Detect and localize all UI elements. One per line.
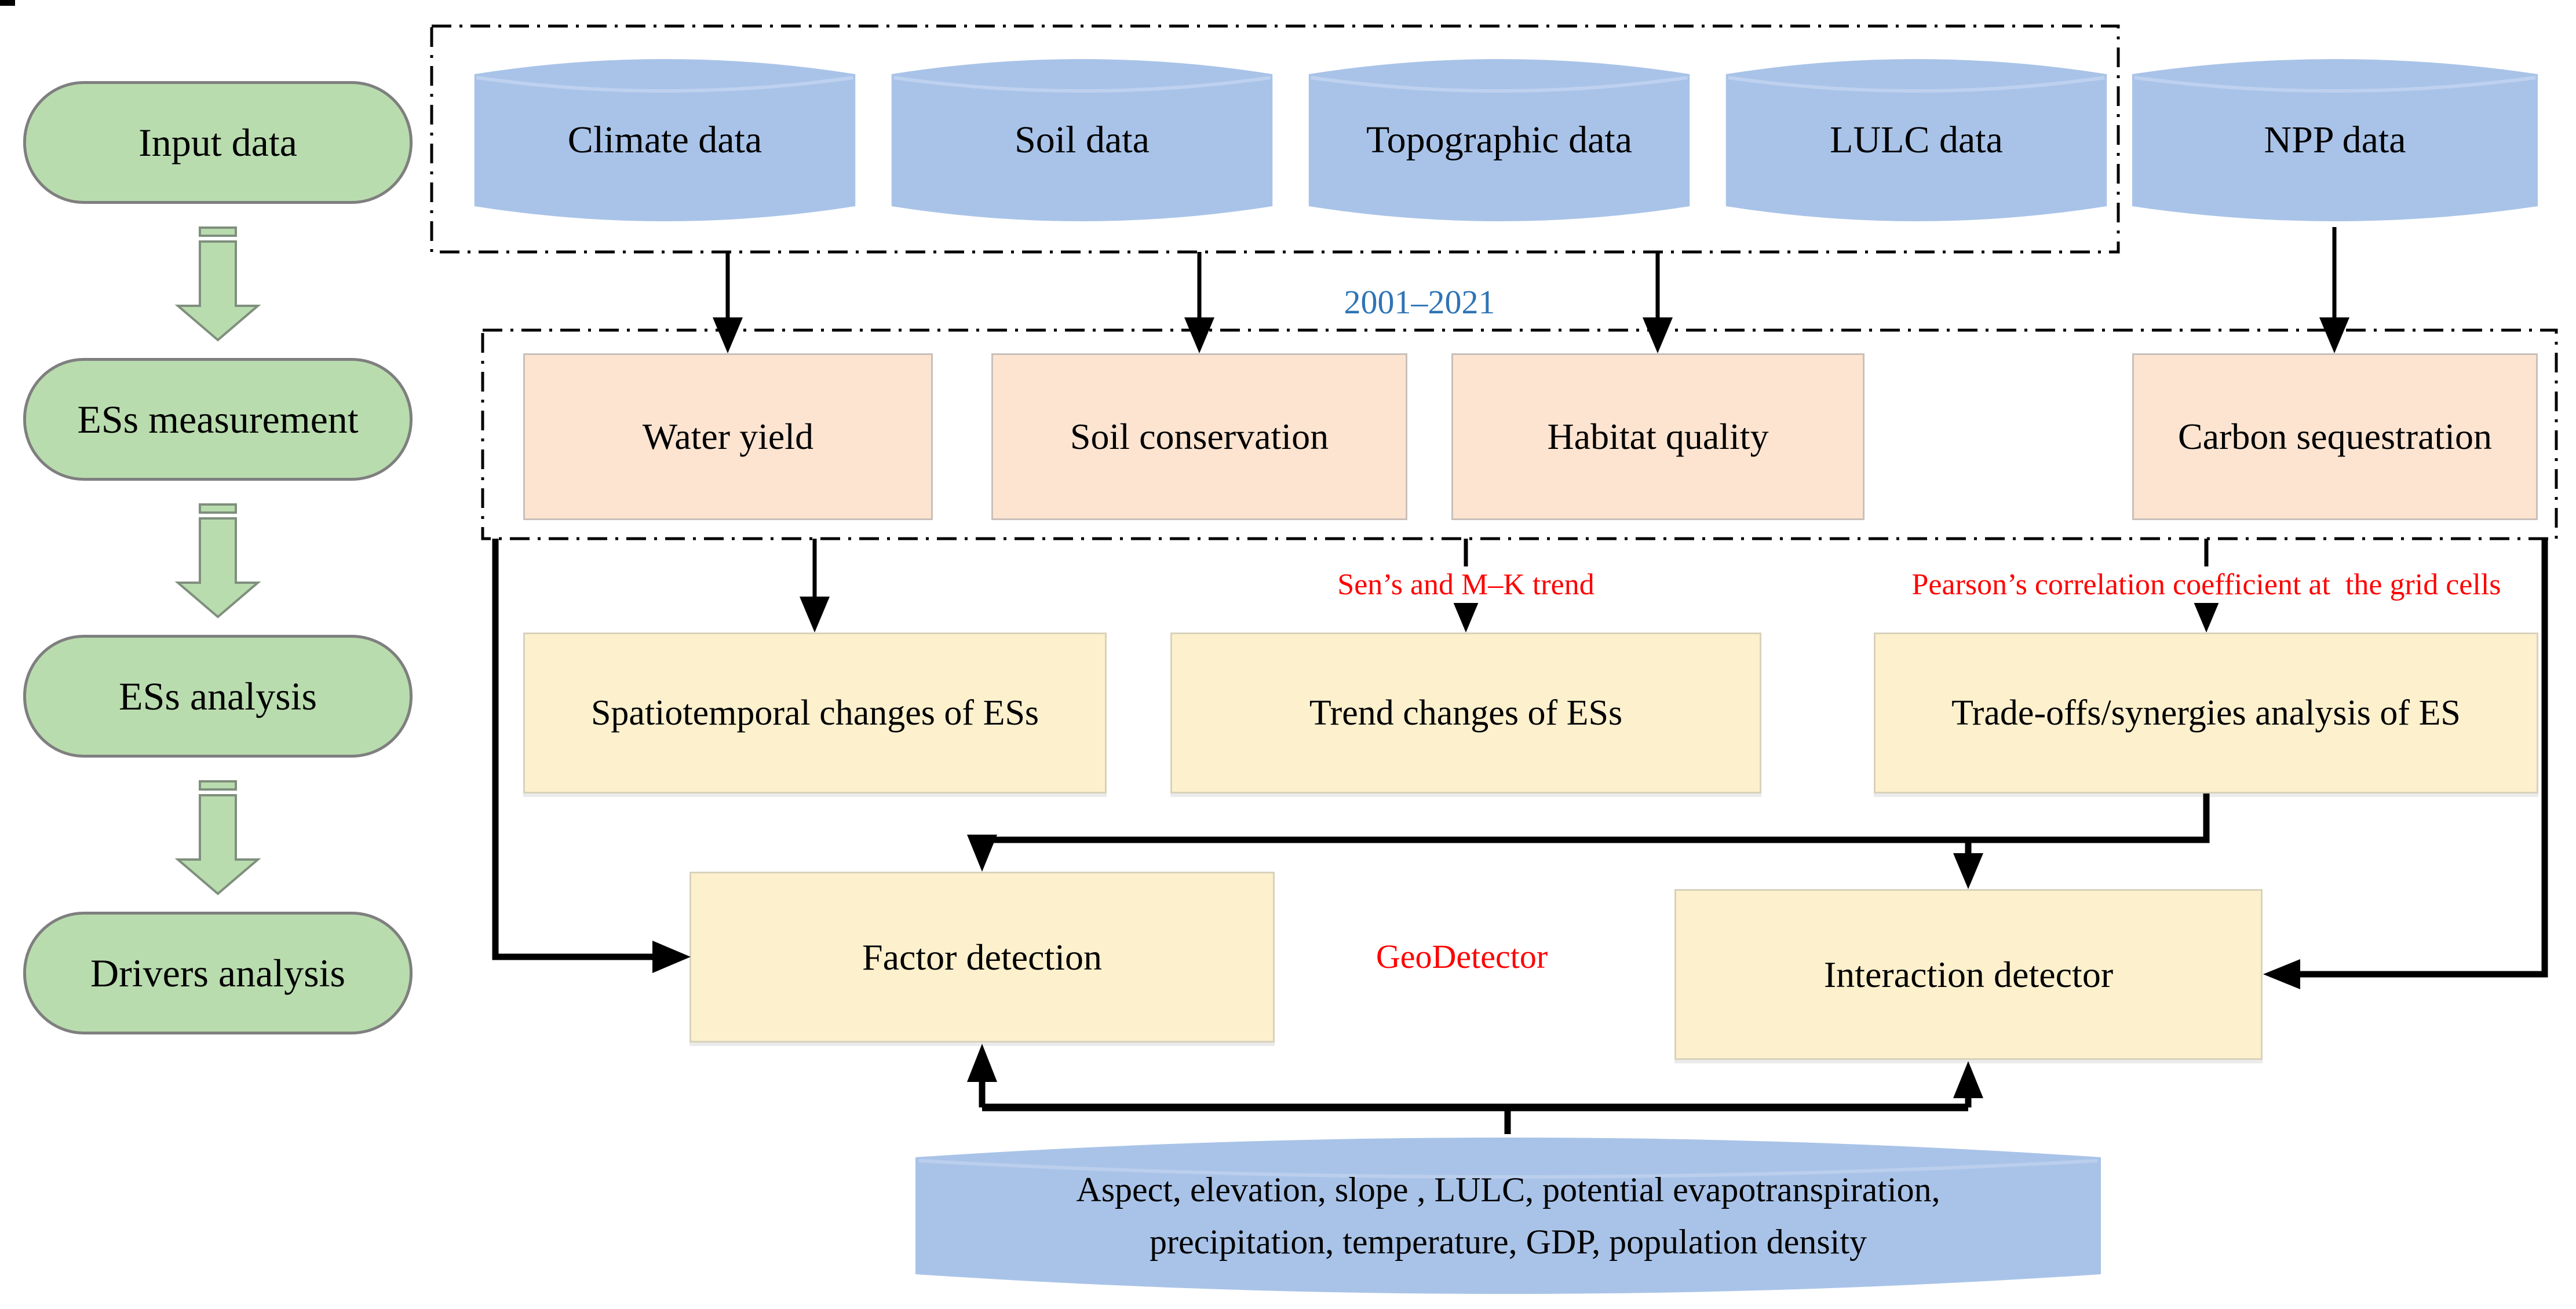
flow-step-label: Drivers analysis [90,950,345,995]
cylinder-shape [474,59,856,221]
box-label: Soil conservation [1070,416,1329,457]
box-label: Interaction detector [1823,953,2114,995]
flow-step-drivers-analysis: Drivers analysis [23,912,413,1034]
flow-step-label: ESs measurement [77,397,359,441]
driving-factors-line2: precipitation, temperature, GDP, populat… [1149,1223,1867,1261]
cylinder-shape [1725,59,2107,221]
cylinder-shape [891,59,1273,221]
cylinder-shape [915,1138,2101,1294]
box-label: Trade-offs/synergies analysis of ES [1951,693,2461,733]
cylinder-label: Topographic data [1366,119,1633,161]
es-measurement-dashed-box [481,328,2558,540]
cylinder-lulc-data: LULC data [1724,53,2109,227]
box-label: Habitat quality [1547,416,1769,457]
box-factor-detection: Factor detection [689,872,1275,1043]
cylinder-topographic-data: Topographic data [1307,53,1692,227]
box-label: Factor detection [862,936,1103,978]
cylinder-driving-factors: Aspect, elevation, slope , LULC, potenti… [913,1133,2103,1299]
input-data-dashed-box [430,24,2120,254]
geodetector-label: GeoDetector [1375,938,1548,975]
box-soil-conservation: Soil conservation [991,353,1407,520]
box-interaction-detector: Interaction detector [1674,889,2263,1060]
sen-mk-trend-label: Sen’s and M–K trend [1234,566,1698,603]
cylinder-shape [2132,59,2538,221]
green-down-arrow-icon [174,226,261,342]
box-label: Water yield [642,416,814,457]
driving-factors-line1: Aspect, elevation, slope , LULC, potenti… [1076,1171,1940,1209]
pearson-correlation-label: Pearson’s correlation coefficient at the… [1859,566,2554,603]
box-trend-changes: Trend changes of ESs [1170,632,1761,794]
cylinder-npp-data: NPP data [2130,53,2540,227]
cylinder-shape [1308,59,1690,221]
cylinder-label: LULC data [1830,119,2003,161]
flow-step-label: Input data [138,120,297,164]
box-water-yield: Water yield [523,353,933,520]
box-label: Spatiotemporal changes of ESs [590,693,1039,733]
cylinder-label: NPP data [2264,119,2406,161]
box-carbon-sequestration: Carbon sequestration [2132,353,2538,520]
cylinder-soil-data: Soil data [889,53,1275,227]
scan-artifact [0,0,15,6]
cylinder-label: Climate data [567,119,762,161]
cylinder-climate-data: Climate data [472,53,858,227]
period-label: 2001–2021 [1344,283,1495,321]
green-down-arrow-icon [174,780,261,895]
box-spatiotemporal-changes: Spatiotemporal changes of ESs [523,632,1107,794]
box-label: Carbon sequestration [2177,416,2493,457]
flow-step-label: ESs analysis [119,674,317,718]
box-label: Trend changes of ESs [1309,693,1623,733]
flow-step-ess-analysis: ESs analysis [23,635,413,758]
flow-step-ess-measurement: ESs measurement [23,358,413,481]
box-habitat-quality: Habitat quality [1451,353,1865,520]
flow-step-input-data: Input data [23,81,413,204]
green-down-arrow-icon [174,503,261,619]
cylinder-label: Soil data [1015,119,1150,161]
box-tradeoffs-synergies: Trade-offs/synergies analysis of ES [1874,632,2538,794]
